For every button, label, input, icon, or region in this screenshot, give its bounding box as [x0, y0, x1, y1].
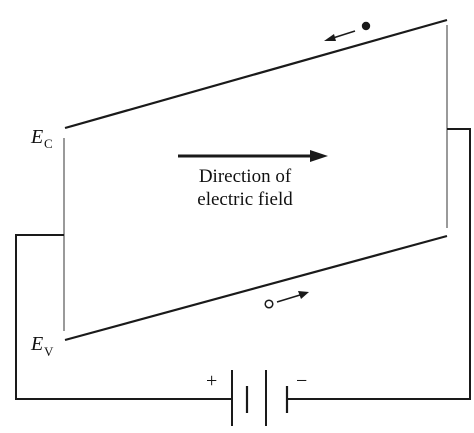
hole-motion-arrow-shaft	[276, 294, 301, 303]
ec-label: E	[30, 126, 43, 148]
ev-subscript: V	[44, 344, 54, 359]
left-wire	[15, 234, 232, 400]
field-label-line2: electric field	[197, 189, 293, 210]
battery	[231, 370, 289, 426]
conduction-band-edge	[64, 18, 448, 130]
hole-motion-arrow-head	[298, 291, 309, 299]
ev-label: E	[30, 333, 43, 355]
electron-motion-arrow-head	[324, 34, 336, 41]
right-wire	[287, 128, 471, 400]
hole-icon	[264, 299, 274, 309]
ec-subscript: C	[44, 136, 53, 151]
field-label-line1: Direction of	[199, 166, 292, 187]
field-arrow-head	[310, 150, 328, 162]
valence-band-edge	[64, 234, 448, 342]
electron-motion-arrow-shaft	[332, 30, 356, 39]
electron-icon	[361, 21, 371, 31]
battery-minus-label: −	[296, 370, 307, 392]
battery-plus-label: +	[206, 370, 217, 392]
